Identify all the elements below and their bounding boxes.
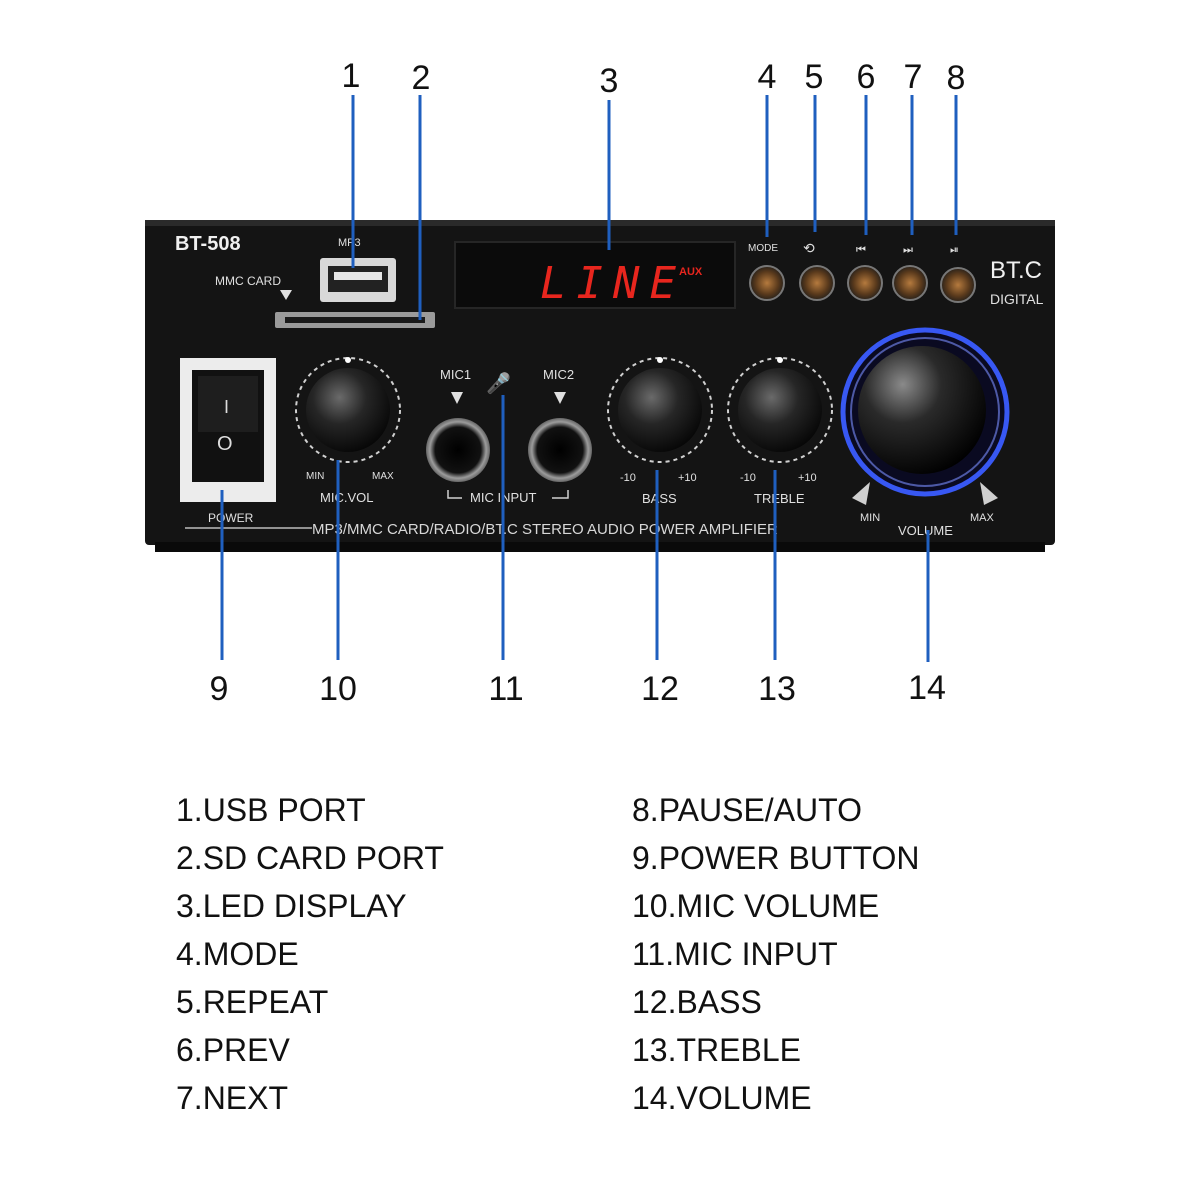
callout-number-10: 10 bbox=[319, 670, 357, 708]
brand-label: BT.C bbox=[990, 257, 1042, 284]
callout-number-3: 3 bbox=[600, 62, 619, 100]
legend-item: 2.SD CARD PORT bbox=[176, 834, 444, 882]
legend-item: 10.MIC VOLUME bbox=[632, 882, 919, 930]
legend-left: 1.USB PORT 2.SD CARD PORT 3.LED DISPLAY … bbox=[176, 786, 444, 1122]
legend-item: 4.MODE bbox=[176, 930, 444, 978]
prev-icon: ⏮ bbox=[856, 243, 866, 256]
volume-max-label: MAX bbox=[970, 512, 995, 524]
bass-minus-label: -10 bbox=[620, 472, 636, 484]
led-display-text: LINE bbox=[540, 258, 686, 309]
legend-item: 1.USB PORT bbox=[176, 786, 444, 834]
treble-minus-label: -10 bbox=[740, 472, 756, 484]
legend-item: 12.BASS bbox=[632, 978, 919, 1026]
legend-item: 7.NEXT bbox=[176, 1074, 444, 1122]
brand-sub-label: DIGITAL bbox=[990, 291, 1044, 307]
callout-number-9: 9 bbox=[210, 670, 229, 708]
mmc-card-label: MMC CARD bbox=[215, 274, 281, 288]
next-icon: ⏭ bbox=[903, 243, 913, 256]
bass-plus-label: +10 bbox=[678, 472, 697, 484]
callout-number-5: 5 bbox=[805, 58, 824, 96]
mic1-label: MIC1 bbox=[440, 367, 471, 382]
usb-port-tongue bbox=[334, 272, 382, 280]
callout-number-14: 14 bbox=[908, 669, 946, 707]
sd-card-slot-opening bbox=[285, 317, 425, 323]
treble-plus-label: +10 bbox=[798, 472, 817, 484]
mic-vol-label: MIC.VOL bbox=[320, 490, 373, 505]
mic2-jack[interactable] bbox=[528, 418, 592, 482]
callout-number-1: 1 bbox=[342, 57, 361, 95]
volume-label: VOLUME bbox=[898, 523, 953, 538]
legend-right: 8.PAUSE/AUTO 9.POWER BUTTON 10.MIC VOLUM… bbox=[632, 786, 919, 1122]
mic-vol-knob[interactable] bbox=[306, 368, 390, 452]
treble-knob[interactable] bbox=[738, 368, 822, 452]
legend-item: 5.REPEAT bbox=[176, 978, 444, 1026]
callout-number-4: 4 bbox=[758, 58, 777, 96]
callout-number-11: 11 bbox=[488, 670, 523, 708]
legend-item: 8.PAUSE/AUTO bbox=[632, 786, 919, 834]
volume-knob[interactable] bbox=[858, 346, 986, 474]
repeat-button[interactable] bbox=[800, 266, 834, 300]
panel-top-edge bbox=[145, 220, 1055, 226]
legend-item: 9.POWER BUTTON bbox=[632, 834, 919, 882]
repeat-icon: ⟲ bbox=[803, 241, 815, 257]
callout-number-6: 6 bbox=[857, 58, 876, 96]
bass-label: BASS bbox=[642, 491, 677, 506]
callout-number-12: 12 bbox=[641, 670, 679, 708]
play-pause-icon: ⏯ bbox=[950, 243, 959, 256]
treble-marker bbox=[777, 357, 783, 363]
callout-number-8: 8 bbox=[947, 59, 966, 97]
diagram-svg: BT-508 MP3 MMC CARD LINE AUX MODE ⟲ ⏮ ⏭ … bbox=[0, 0, 1200, 760]
mode-button[interactable] bbox=[750, 266, 784, 300]
legend-item: 11.MIC INPUT bbox=[632, 930, 919, 978]
callout-number-2: 2 bbox=[412, 59, 431, 97]
power-switch-off-mark: O bbox=[217, 433, 233, 455]
model-label: BT-508 bbox=[175, 233, 241, 255]
mp3-label: MP3 bbox=[338, 237, 361, 249]
legend-item: 14.VOLUME bbox=[632, 1074, 919, 1122]
power-switch-on-mark: I bbox=[224, 397, 229, 417]
panel-bottom-edge bbox=[155, 542, 1045, 552]
mode-button-label: MODE bbox=[748, 243, 778, 254]
power-label: POWER bbox=[208, 511, 254, 525]
callout-number-7: 7 bbox=[904, 58, 923, 96]
legend-item: 6.PREV bbox=[176, 1026, 444, 1074]
bass-knob[interactable] bbox=[618, 368, 702, 452]
callout-number-13: 13 bbox=[758, 670, 796, 708]
legend-item: 3.LED DISPLAY bbox=[176, 882, 444, 930]
prev-button[interactable] bbox=[848, 266, 882, 300]
mic-vol-marker bbox=[345, 357, 351, 363]
bass-marker bbox=[657, 357, 663, 363]
mic1-jack[interactable] bbox=[426, 418, 490, 482]
mic-vol-min-label: MIN bbox=[306, 471, 324, 482]
pause-auto-button[interactable] bbox=[941, 268, 975, 302]
microphone-icon: 🎤 bbox=[486, 371, 511, 395]
volume-min-label: MIN bbox=[860, 512, 880, 524]
mic-vol-max-label: MAX bbox=[372, 471, 394, 482]
amplifier-description: MP3/MMC CARD/RADIO/BT.C STEREO AUDIO POW… bbox=[312, 521, 778, 538]
treble-label: TREBLE bbox=[754, 491, 805, 506]
mic2-label: MIC2 bbox=[543, 367, 574, 382]
led-aux-indicator: AUX bbox=[679, 266, 703, 278]
legend-item: 13.TREBLE bbox=[632, 1026, 919, 1074]
next-button[interactable] bbox=[893, 266, 927, 300]
